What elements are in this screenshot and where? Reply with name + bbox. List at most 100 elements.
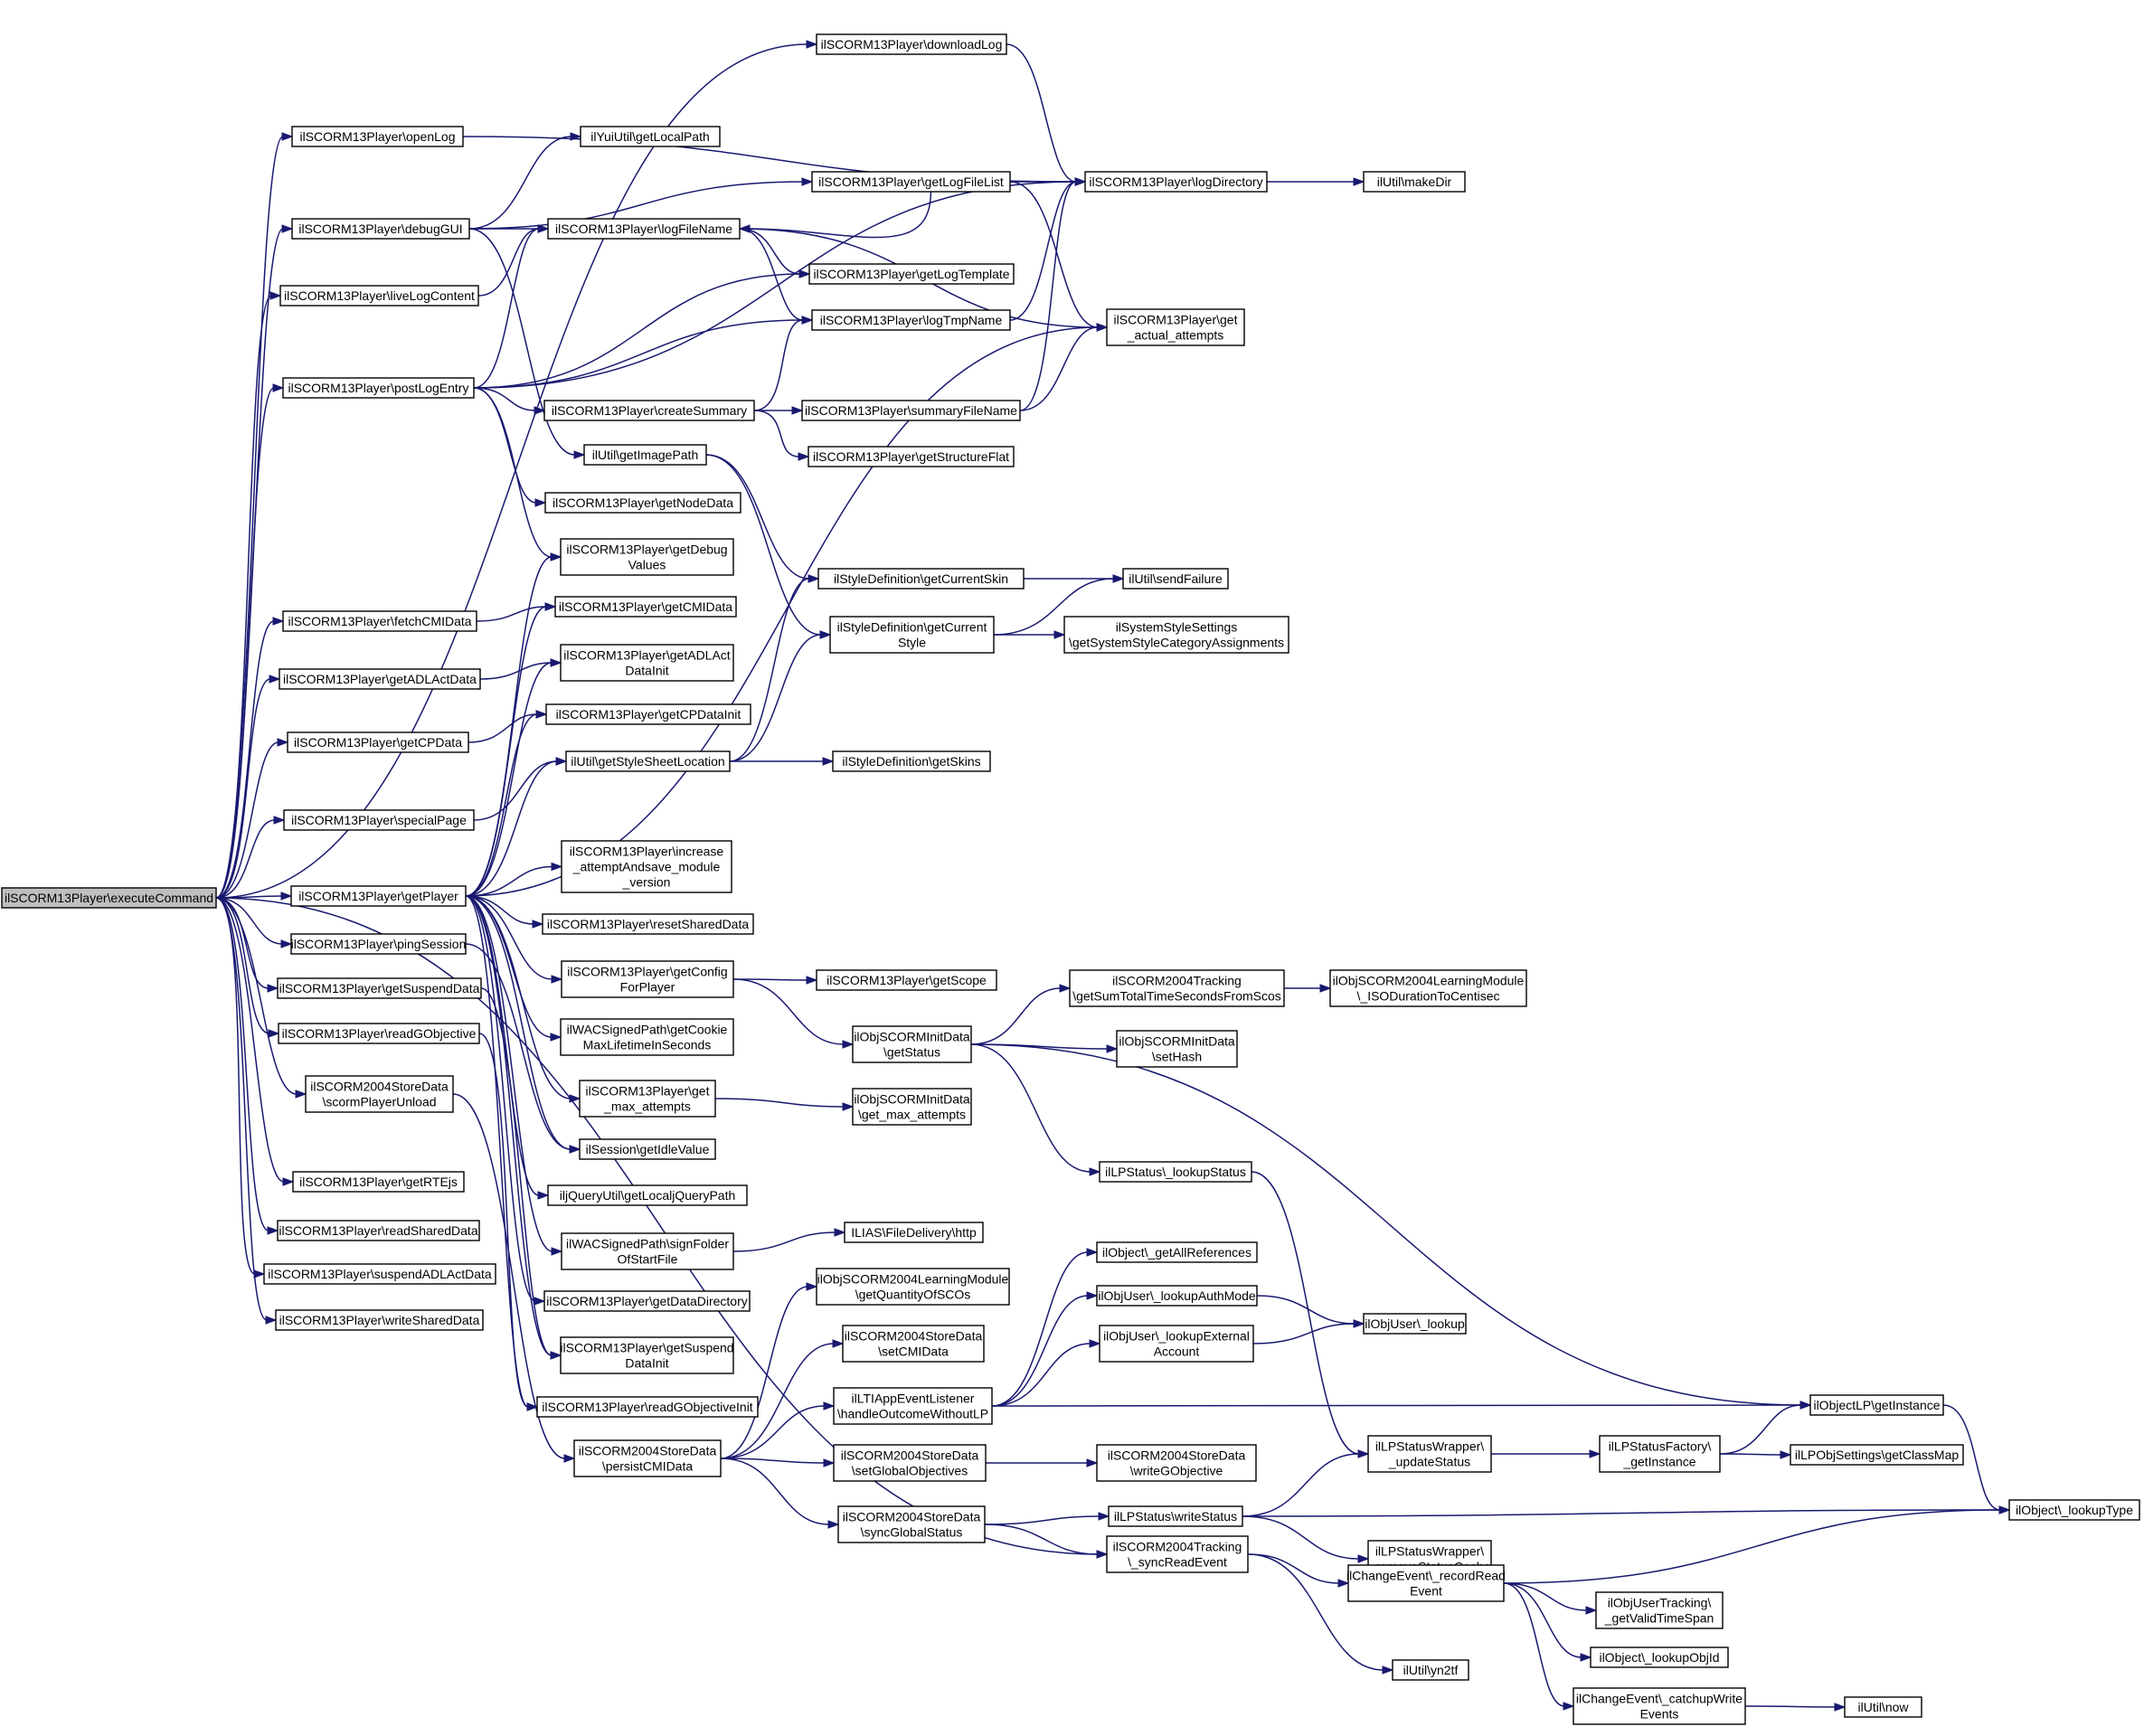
edge-log-directory-to-make-dir bbox=[1267, 177, 1365, 186]
node-scorm-player-unload[interactable]: ilSCORM2004StoreData\scormPlayerUnload bbox=[305, 1075, 454, 1113]
node-get-localj-query-path[interactable]: iljQueryUtil\getLocaljQueryPath bbox=[547, 1184, 748, 1206]
node-get-system-style-category[interactable]: ilSystemStyleSettings\getSystemStyleCate… bbox=[1063, 616, 1289, 654]
node-get-idle-value[interactable]: ilSession\getIdleValue bbox=[579, 1138, 716, 1160]
node-lookup-status[interactable]: ilLPStatus\_lookupStatus bbox=[1099, 1161, 1252, 1183]
node-get-skins[interactable]: ilStyleDefinition\getSkins bbox=[832, 750, 991, 772]
node-read-gobjective[interactable]: ilSCORM13Player\readGObjective bbox=[278, 1023, 480, 1044]
node-get-rtejs[interactable]: ilSCORM13Player\getRTEjs bbox=[292, 1171, 465, 1193]
node-create-summary[interactable]: ilSCORM13Player\createSummary bbox=[543, 400, 755, 421]
node-get-max-attempts-init[interactable]: ilObjSCORMInitData\get_max_attempts bbox=[852, 1088, 972, 1126]
node-sync-read-event[interactable]: ilSCORM2004Tracking\_syncReadEvent bbox=[1106, 1535, 1249, 1573]
node-util-now[interactable]: ilUtil\now bbox=[1844, 1696, 1922, 1718]
node-set-hash[interactable]: ilObjSCORMInitData\setHash bbox=[1116, 1030, 1238, 1068]
node-get-max-attempts-player[interactable]: ilSCORM13Player\get_max_attempts bbox=[579, 1080, 716, 1118]
node-get-log-template[interactable]: ilSCORM13Player\getLogTemplate bbox=[808, 263, 1015, 285]
node-get-style-sheet-location[interactable]: ilUtil\getStyleSheetLocation bbox=[565, 750, 731, 772]
node-download-log[interactable]: ilSCORM13Player\downloadLog bbox=[816, 33, 1007, 55]
node-label: MaxLifetimeInSeconds bbox=[583, 1038, 712, 1052]
node-ping-session[interactable]: ilSCORM13Player\pingSession bbox=[290, 933, 467, 955]
node-write-shared-data[interactable]: ilSCORM13Player\writeSharedData bbox=[275, 1309, 484, 1331]
node-box bbox=[543, 1290, 751, 1312]
node-get-sum-total-time[interactable]: ilSCORM2004Tracking\getSumTotalTimeSecon… bbox=[1069, 969, 1285, 1007]
node-object-lpget-instance[interactable]: ilObjectLP\getInstance bbox=[1809, 1394, 1944, 1416]
node-iso-duration-to-centisec[interactable]: ilObjSCORM2004LearningModule\_ISODuratio… bbox=[1329, 969, 1527, 1007]
node-get-cookie-max-lifetime[interactable]: ilWACSignedPath\getCookieMaxLifetimeInSe… bbox=[560, 1018, 734, 1056]
node-get-current-skin[interactable]: ilStyleDefinition\getCurrentSkin bbox=[817, 568, 1025, 590]
node-lookup-type[interactable]: ilObject\_lookupType bbox=[2008, 1499, 2140, 1521]
node-lookup-user[interactable]: ilObjUser\_lookup bbox=[1363, 1313, 1467, 1335]
node-open-log[interactable]: ilSCORM13Player\openLog bbox=[291, 126, 464, 147]
node-reset-shared-data[interactable]: ilSCORM13Player\resetSharedData bbox=[542, 913, 754, 935]
node-send-failure[interactable]: ilUtil\sendFailure bbox=[1122, 568, 1229, 590]
edge-summary-file-name-to-get-actual-attempts bbox=[1019, 323, 1109, 411]
node-write-gobjective[interactable]: ilSCORM2004StoreData\writeGObjective bbox=[1096, 1444, 1257, 1482]
edge-post-log-entry-to-get-log-template bbox=[473, 269, 811, 389]
node-set-cmidata[interactable]: ilSCORM2004StoreData\setCMIData bbox=[842, 1325, 985, 1363]
node-get-valid-time-span[interactable]: ilObjUserTracking\_getValidTimeSpan bbox=[1595, 1591, 1724, 1629]
node-label: ilSCORM13Player\getSuspend bbox=[560, 1341, 733, 1355]
node-lp-factory-get-instance[interactable]: ilLPStatusFactory\_getInstance bbox=[1599, 1435, 1721, 1473]
node-update-status[interactable]: ilLPStatusWrapper\_updateStatus bbox=[1367, 1435, 1492, 1473]
node-label: ilLPStatusFactory\ bbox=[1609, 1439, 1712, 1454]
node-get-node-data[interactable]: ilSCORM13Player\getNodeData bbox=[544, 492, 741, 514]
node-live-log-content[interactable]: ilSCORM13Player\liveLogContent bbox=[279, 285, 479, 307]
node-get-status-init[interactable]: ilObjSCORMInitData\getStatus bbox=[852, 1025, 972, 1063]
node-get-adlact-data[interactable]: ilSCORM13Player\getADLActData bbox=[279, 668, 481, 690]
edge-get-sum-total-time-to-iso-duration-to-centisec bbox=[1284, 984, 1332, 993]
node-make-dir[interactable]: ilUtil\makeDir bbox=[1363, 171, 1466, 193]
node-get-player[interactable]: ilSCORM13Player\getPlayer bbox=[290, 885, 467, 907]
node-write-status[interactable]: ilLPStatus\writeStatus bbox=[1108, 1505, 1243, 1527]
node-log-tmp-name[interactable]: ilSCORM13Player\logTmpName bbox=[811, 309, 1011, 331]
edge-handle-outcome-to-lookup-external-account bbox=[991, 1339, 1101, 1407]
node-get-class-map[interactable]: ilLPObjSettings\getClassMap bbox=[1790, 1444, 1964, 1466]
node-get-cpdata-init[interactable]: ilSCORM13Player\getCPDataInit bbox=[545, 703, 751, 725]
node-read-shared-data[interactable]: ilSCORM13Player\readSharedData bbox=[277, 1220, 480, 1241]
node-lookup-obj-id[interactable]: ilObject\_lookupObjId bbox=[1590, 1646, 1729, 1668]
node-handle-outcome[interactable]: ilLTIAppEventListener\handleOutcomeWitho… bbox=[833, 1387, 993, 1425]
node-label: ilSCORM13Player\getStructureFlat bbox=[813, 449, 1009, 464]
node-get-all-references[interactable]: ilObject\_getAllReferences bbox=[1096, 1241, 1258, 1263]
node-log-file-name[interactable]: ilSCORM13Player\logFileName bbox=[547, 218, 741, 240]
node-get-local-path[interactable]: ilYuiUtil\getLocalPath bbox=[580, 126, 721, 147]
edge-write-status-to-remove-status-cache bbox=[1242, 1515, 1370, 1563]
node-yn2tf[interactable]: ilUtil\yn2tf bbox=[1392, 1659, 1469, 1681]
node-box bbox=[816, 33, 1007, 55]
node-fetch-cmidata[interactable]: ilSCORM13Player\fetchCMIData bbox=[282, 610, 477, 632]
node-suspend-adlact-data[interactable]: ilSCORM13Player\suspendADLActData bbox=[263, 1263, 496, 1285]
node-get-cmidata[interactable]: ilSCORM13Player\getCMIData bbox=[554, 596, 737, 618]
node-lookup-auth-mode[interactable]: ilObjUser\_lookupAuthMode bbox=[1096, 1285, 1258, 1307]
node-get-quantity-of-scos[interactable]: ilObjSCORM2004LearningModule\getQuantity… bbox=[816, 1268, 1010, 1306]
node-get-log-file-list[interactable]: ilSCORM13Player\getLogFileList bbox=[811, 171, 1011, 193]
node-execute-command[interactable]: ilSCORM13Player\executeCommand bbox=[1, 887, 217, 909]
node-get-structure-flat[interactable]: ilSCORM13Player\getStructureFlat bbox=[808, 446, 1015, 467]
node-get-cpdata[interactable]: ilSCORM13Player\getCPData bbox=[287, 731, 469, 753]
node-box bbox=[579, 1138, 716, 1160]
node-increase-attempt[interactable]: ilSCORM13Player\increase_attemptAndsave_… bbox=[561, 840, 732, 893]
node-get-actual-attempts[interactable]: ilSCORM13Player\get_actual_attempts bbox=[1106, 308, 1245, 346]
node-get-scope[interactable]: ilSCORM13Player\getScope bbox=[816, 969, 997, 991]
node-get-data-directory[interactable]: ilSCORM13Player\getDataDirectory bbox=[543, 1290, 751, 1312]
node-sync-global-status[interactable]: ilSCORM2004StoreData\syncGlobalStatus bbox=[837, 1505, 986, 1543]
node-summary-file-name[interactable]: ilSCORM13Player\summaryFileName bbox=[801, 400, 1021, 421]
node-set-global-objectives[interactable]: ilSCORM2004StoreData\setGlobalObjectives bbox=[833, 1444, 987, 1482]
node-box bbox=[837, 1505, 986, 1543]
node-post-log-entry[interactable]: ilSCORM13Player\postLogEntry bbox=[282, 377, 475, 399]
node-file-delivery-http[interactable]: ILIAS\FileDelivery\http bbox=[844, 1222, 984, 1243]
node-log-directory[interactable]: ilSCORM13Player\logDirectory bbox=[1084, 171, 1268, 193]
node-read-gobjective-init[interactable]: ilSCORM13Player\readGObjectiveInit bbox=[536, 1396, 759, 1418]
node-debug-gui[interactable]: ilSCORM13Player\debugGUI bbox=[291, 218, 470, 240]
edge-get-current-style-to-send-failure bbox=[993, 574, 1125, 636]
node-persist-cmidata[interactable]: ilSCORM2004StoreData\persistCMIData bbox=[573, 1439, 722, 1477]
node-special-page[interactable]: ilSCORM13Player\specialPage bbox=[283, 809, 475, 831]
node-get-suspend-data[interactable]: ilSCORM13Player\getSuspendData bbox=[277, 977, 482, 999]
node-get-image-path[interactable]: ilUtil\getImagePath bbox=[583, 444, 707, 466]
